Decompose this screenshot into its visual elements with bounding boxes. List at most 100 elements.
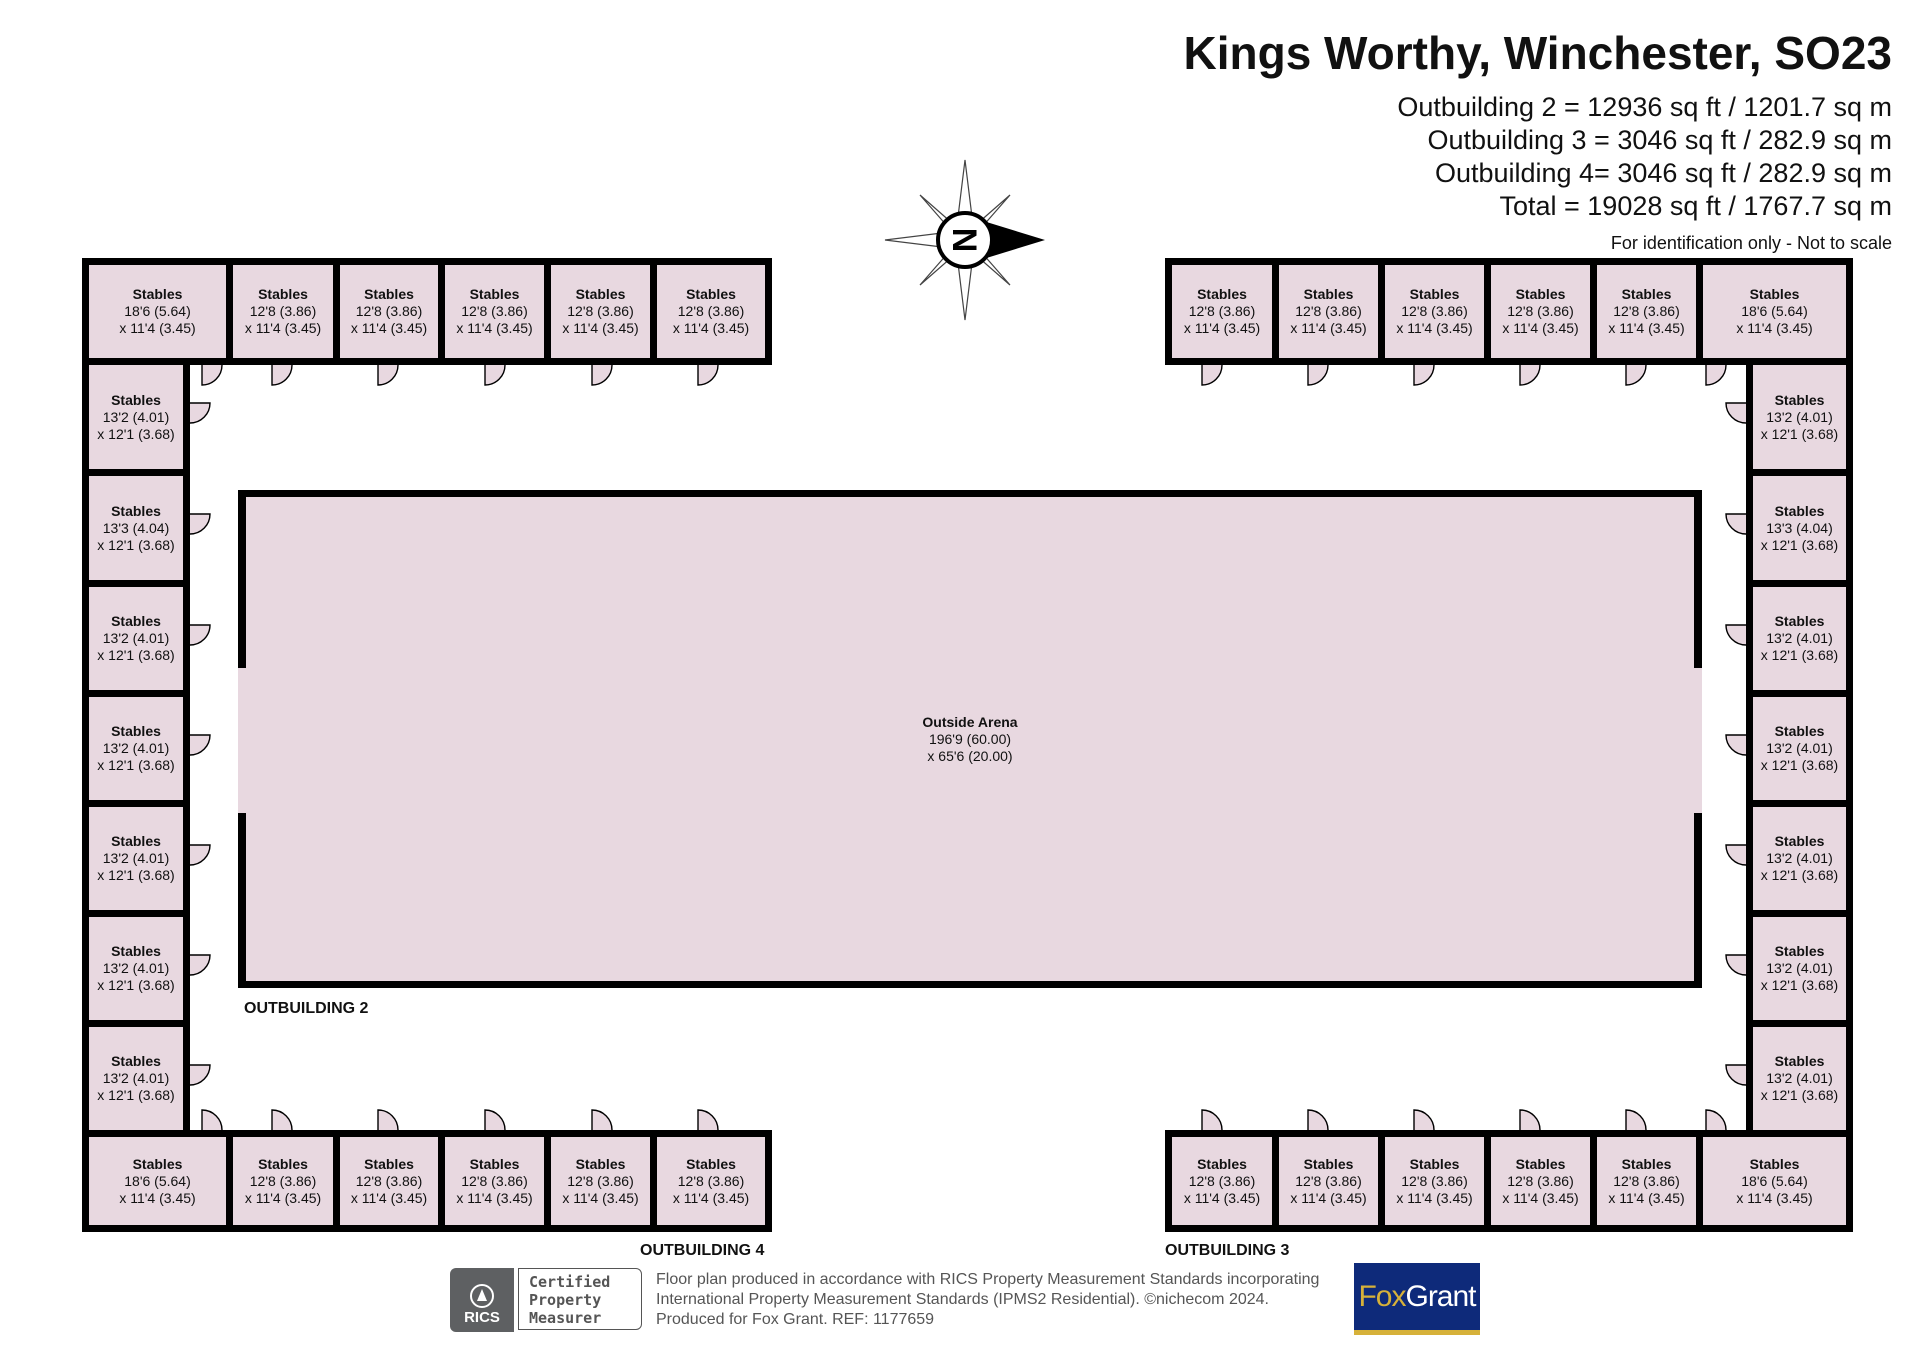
door-swing-icon — [1413, 364, 1435, 386]
room-name: Stables — [364, 1155, 414, 1172]
arena-opening-right — [1693, 668, 1702, 813]
room-name: Stables — [111, 1053, 161, 1069]
room-name: Stables — [686, 1155, 736, 1172]
room-dimension: x 11'4 (3.45) — [1183, 320, 1261, 336]
area-outbuilding-3: Outbuilding 3 = 3046 sq ft / 282.9 sq m — [1427, 125, 1892, 155]
room-dimension: x 11'4 (3.45) — [119, 1189, 196, 1206]
room-dimension: x 11'4 (3.45) — [456, 1189, 533, 1206]
room-name: Stables — [111, 833, 161, 849]
room-dimension: x 12'1 (3.68) — [97, 647, 175, 663]
door-swing-icon — [1725, 513, 1747, 535]
room-dimension: 12'8 (3.86) — [567, 1172, 634, 1189]
door-swing-icon — [189, 402, 211, 424]
rics-logo: RICS Certified Property Measurer — [450, 1268, 644, 1332]
rics-crest-icon — [470, 1284, 494, 1308]
room-name: Stables — [111, 613, 161, 629]
door-swing-icon — [189, 954, 211, 976]
room-dimension: 12'8 (3.86) — [1188, 1172, 1256, 1189]
door-swing-icon — [377, 1109, 399, 1131]
room-dimension: x 11'4 (3.45) — [672, 320, 750, 336]
room-name: Stables — [1303, 1155, 1354, 1172]
room-dimension: x 11'4 (3.45) — [456, 320, 533, 336]
door-swing-icon — [697, 1109, 719, 1131]
room-dimension: x 12'1 (3.68) — [97, 757, 175, 773]
room-dimension: 13'3 (4.04) — [102, 519, 170, 536]
room-dimension: x 12'1 (3.68) — [97, 536, 175, 553]
area-outbuilding-2: Outbuilding 2 = 12936 sq ft / 1201.7 sq … — [1397, 92, 1892, 122]
room-name: Stables — [686, 286, 736, 302]
door-swing-icon — [189, 624, 211, 646]
room-dimension: x 12'1 (3.68) — [1760, 977, 1839, 993]
area-outbuilding-4: Outbuilding 4= 3046 sq ft / 282.9 sq m — [1434, 158, 1892, 188]
rics-cert-line: Property — [529, 1291, 602, 1309]
door-swing-icon — [1625, 364, 1647, 386]
room-dimension: x 11'4 (3.45) — [1183, 1189, 1261, 1206]
room-dimension: x 12'1 (3.68) — [1760, 425, 1839, 442]
room-dimension: 12'8 (3.86) — [677, 303, 745, 319]
north-compass-icon: N — [884, 159, 1045, 321]
room-dimension: x 12'1 (3.68) — [1760, 757, 1839, 773]
label-outbuilding-3: OUTBUILDING 3 — [1165, 1242, 1290, 1259]
room-dimension: x 11'4 (3.45) — [1396, 1189, 1473, 1206]
room-dimension: 12'8 (3.86) — [1507, 1172, 1574, 1189]
room-name: Stables — [1303, 286, 1354, 302]
door-swing-icon — [697, 364, 719, 386]
door-swing-icon — [1519, 1109, 1541, 1131]
room-dimension: x 11'4 (3.45) — [119, 320, 196, 336]
room-dimension: 12'8 (3.86) — [1507, 303, 1574, 319]
room-dimension: x 11'4 (3.45) — [1608, 1189, 1685, 1206]
label-outbuilding-4: OUTBUILDING 4 — [640, 1242, 765, 1259]
area-total: Total = 19028 sq ft / 1767.7 sq m — [1499, 191, 1892, 221]
compass-letter: N — [945, 228, 983, 253]
arena-opening-left — [238, 668, 247, 813]
arena-dim-1: 196'9 (60.00) — [928, 730, 1012, 747]
room-name: Stables — [1749, 286, 1800, 302]
room-dimension: x 11'4 (3.45) — [1290, 320, 1367, 336]
room-name: Stables — [111, 502, 161, 519]
door-swing-icon — [189, 513, 211, 535]
room-dimension: x 12'1 (3.68) — [97, 425, 175, 442]
door-swing-icon — [1201, 364, 1223, 386]
room-dimension: x 12'1 (3.68) — [97, 867, 175, 883]
room-dimension: 12'8 (3.86) — [1188, 303, 1256, 319]
room-name: Stables — [1749, 1155, 1800, 1172]
room-name: Stables — [469, 1155, 520, 1172]
room-name: Stables — [364, 286, 414, 302]
rics-certified-measurer: Certified Property Measurer — [518, 1268, 642, 1330]
room-name: Stables — [1774, 613, 1825, 629]
fox-logo-fox: Fox — [1358, 1279, 1406, 1313]
room-dimension: x 11'4 (3.45) — [1290, 1189, 1367, 1206]
room-dimension: 12'8 (3.86) — [1613, 1172, 1680, 1189]
room-dimension: x 11'4 (3.45) — [244, 320, 322, 336]
room-dimension: 13'2 (4.01) — [102, 630, 170, 646]
room-dimension: 13'2 (4.01) — [1766, 1070, 1833, 1086]
room-dimension: 13'2 (4.01) — [102, 850, 170, 866]
door-swing-icon — [1519, 364, 1541, 386]
room-dimension: x 11'4 (3.45) — [1736, 1189, 1813, 1206]
room-dimension: 12'8 (3.86) — [1295, 303, 1362, 319]
room-name: Stables — [1197, 1155, 1247, 1172]
room-name: Stables — [111, 391, 161, 408]
room-dimension: 13'2 (4.01) — [102, 1070, 170, 1086]
label-outbuilding-2: OUTBUILDING 2 — [244, 1000, 369, 1017]
room-dimension: 12'8 (3.86) — [461, 1172, 528, 1189]
room-dimension: x 12'1 (3.68) — [1760, 867, 1839, 883]
door-swing-icon — [1725, 402, 1747, 424]
rics-cert-line: Certified — [529, 1273, 611, 1291]
room-dimension: 12'8 (3.86) — [249, 1172, 317, 1189]
rics-text: RICS — [464, 1309, 500, 1326]
door-swing-icon — [189, 844, 211, 866]
door-swing-icon — [1725, 844, 1747, 866]
